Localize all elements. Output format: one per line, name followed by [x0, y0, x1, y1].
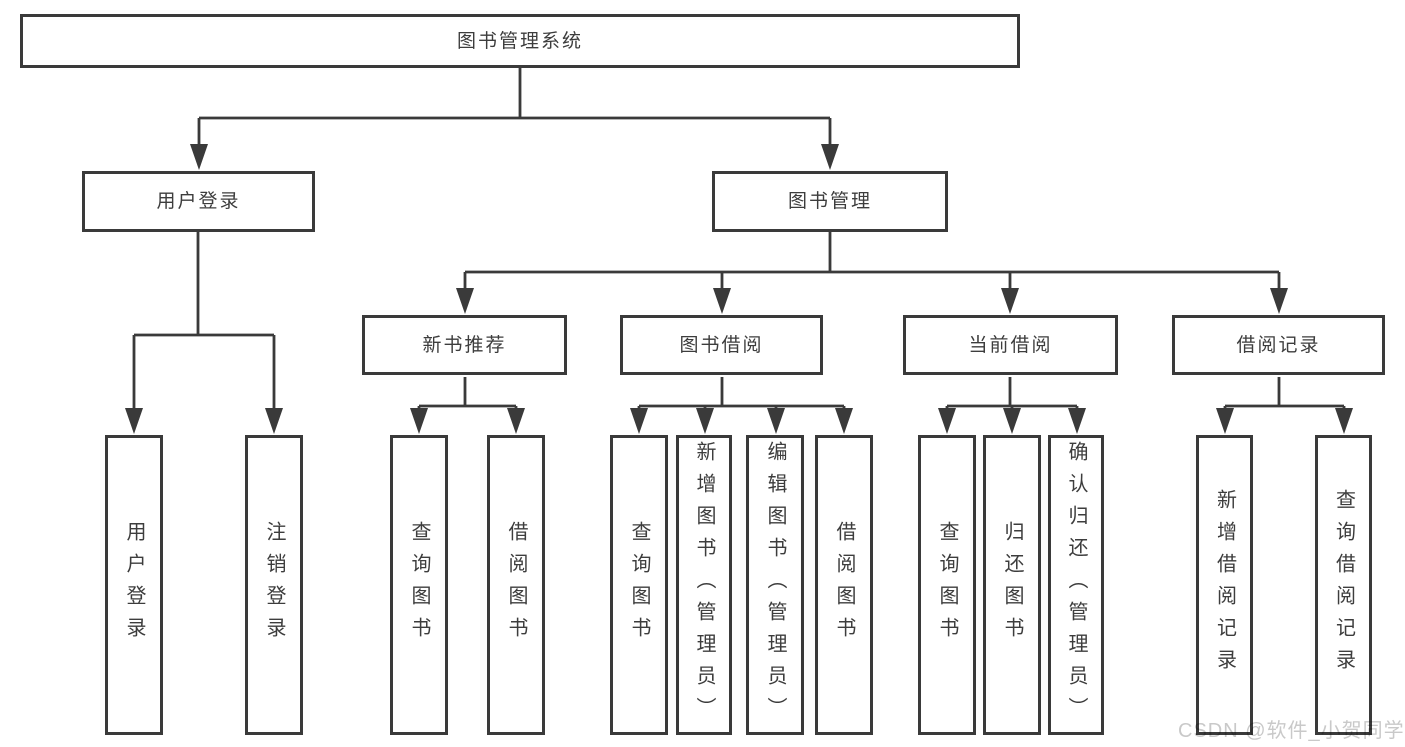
leaf-borrowing-query-books: 查询图书: [610, 435, 668, 735]
leaf-logout-label: 注销登录: [263, 521, 285, 649]
node-borrowing-records-label: 借阅记录: [1236, 334, 1321, 356]
node-current-borrowing: 当前借阅: [903, 315, 1118, 375]
leaf-edit-books-admin: 编辑图书（管理员）: [746, 435, 804, 735]
node-current-borrowing-label: 当前借阅: [968, 334, 1053, 356]
watermark: CSDN @软件_小贺同学: [1178, 720, 1405, 742]
leaf-recommend-borrow-books: 借阅图书: [487, 435, 545, 735]
leaf-user-login-label: 用户登录: [123, 521, 145, 649]
leaf-add-books-admin-label: 新增图书（管理员）: [693, 441, 715, 729]
leaf-borrow-books-label: 借阅图书: [833, 521, 855, 649]
leaf-confirm-return-admin-label: 确认归还（管理员）: [1065, 441, 1087, 729]
leaf-logout: 注销登录: [245, 435, 303, 735]
leaf-query-borrow-record: 查询借阅记录: [1315, 435, 1372, 735]
leaf-edit-books-admin-label: 编辑图书（管理员）: [764, 441, 786, 729]
node-root: 图书管理系统: [20, 14, 1020, 68]
leaf-borrow-books: 借阅图书: [815, 435, 873, 735]
leaf-borrowing-query-books-label: 查询图书: [628, 521, 650, 649]
leaf-query-borrow-record-label: 查询借阅记录: [1332, 489, 1355, 681]
node-user-login-branch-label: 用户登录: [156, 191, 241, 212]
leaf-add-borrow-record-label: 新增借阅记录: [1213, 489, 1236, 681]
node-user-login-branch: 用户登录: [82, 171, 315, 232]
node-borrowing-records: 借阅记录: [1172, 315, 1385, 375]
leaf-user-login: 用户登录: [105, 435, 163, 735]
leaf-recommend-borrow-books-label: 借阅图书: [505, 521, 527, 649]
leaf-current-query-books: 查询图书: [918, 435, 976, 735]
node-book-borrowing-label: 图书借阅: [679, 334, 764, 356]
node-new-book-recommend-label: 新书推荐: [422, 334, 507, 356]
leaf-recommend-query-books-label: 查询图书: [408, 521, 430, 649]
node-book-borrowing: 图书借阅: [620, 315, 823, 375]
node-new-book-recommend: 新书推荐: [362, 315, 567, 375]
node-book-management-branch-label: 图书管理: [787, 191, 872, 212]
leaf-recommend-query-books: 查询图书: [390, 435, 448, 735]
leaf-current-query-books-label: 查询图书: [936, 521, 958, 649]
leaf-return-books-label: 归还图书: [1001, 521, 1023, 649]
node-root-label: 图书管理系统: [456, 30, 583, 52]
node-book-management-branch: 图书管理: [712, 171, 948, 232]
leaf-add-borrow-record: 新增借阅记录: [1196, 435, 1253, 735]
leaf-return-books: 归还图书: [983, 435, 1041, 735]
leaf-confirm-return-admin: 确认归还（管理员）: [1048, 435, 1104, 735]
leaf-add-books-admin: 新增图书（管理员）: [676, 435, 732, 735]
